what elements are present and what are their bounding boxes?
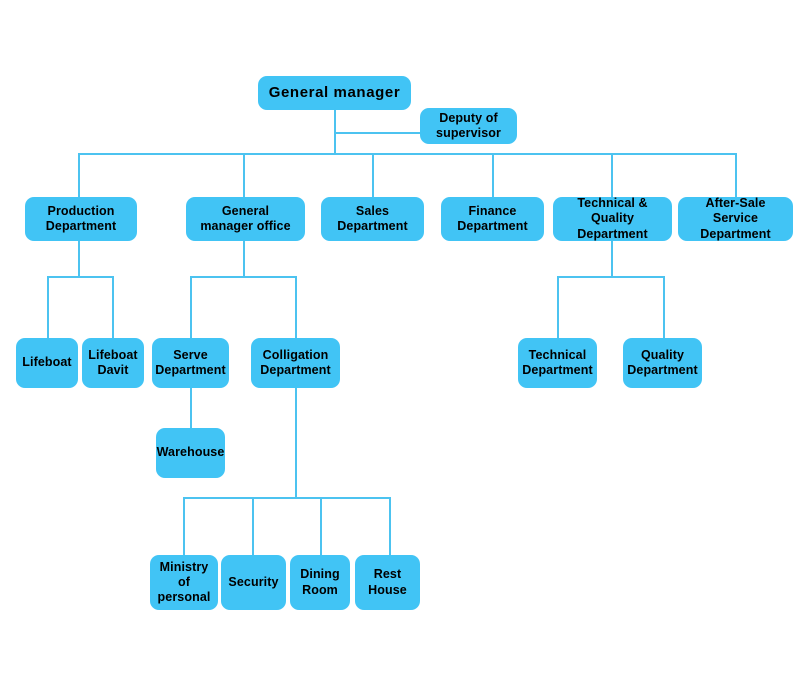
connector-technical-quality-stem	[611, 241, 613, 277]
node-lifeboat[interactable]: Lifeboat	[16, 338, 78, 388]
connector-drop-technical	[557, 276, 559, 338]
node-general-manager[interactable]: General manager	[258, 76, 411, 110]
connector-production-bus	[47, 276, 113, 278]
node-technical-quality-department[interactable]: Technical & Quality Department	[553, 196, 672, 241]
node-colligation-department[interactable]: Colligation Department	[251, 338, 340, 388]
node-deputy-of-supervisor[interactable]: Deputy of supervisor	[420, 108, 517, 144]
node-rest-house[interactable]: Rest House	[355, 555, 420, 610]
connector-drop-sales	[372, 153, 374, 197]
connector-bottom-bus	[183, 497, 389, 499]
node-technical-department[interactable]: Technical Department	[518, 338, 597, 388]
connector-drop-dining-room	[320, 497, 322, 555]
connector-drop-security	[252, 497, 254, 555]
connector-colligation-stem	[295, 388, 297, 498]
connector-drop-production	[78, 153, 80, 197]
connector-drop-finance	[492, 153, 494, 197]
connector-drop-after-sale	[735, 153, 737, 197]
node-dining-room[interactable]: Dining Room	[290, 555, 350, 610]
node-after-sale-service-department[interactable]: After-Sale Service Department	[678, 196, 793, 241]
connector-drop-colligation	[295, 276, 297, 338]
node-finance-department[interactable]: Finance Department	[441, 197, 544, 241]
connector-technical-quality-bus	[557, 276, 663, 278]
node-lifeboat-davit[interactable]: Lifeboat Davit	[82, 338, 144, 388]
connector-gm-to-deputy	[334, 132, 420, 134]
connector-gm-office-bus	[190, 276, 296, 278]
node-security[interactable]: Security	[221, 555, 286, 610]
node-warehouse[interactable]: Warehouse	[156, 428, 225, 478]
node-sales-department[interactable]: Sales Department	[321, 197, 424, 241]
connector-drop-quality	[663, 276, 665, 338]
node-ministry-of-personal[interactable]: Ministry of personal	[150, 555, 218, 610]
connector-drop-lifeboat	[47, 276, 49, 338]
connector-production-stem	[78, 241, 80, 277]
connector-drop-technical-quality	[611, 153, 613, 197]
connector-main-bus	[78, 153, 735, 155]
node-production-department[interactable]: Production Department	[25, 197, 137, 241]
connector-drop-gm-office	[243, 153, 245, 197]
node-quality-department[interactable]: Quality Department	[623, 338, 702, 388]
node-general-manager-office[interactable]: General manager office	[186, 197, 305, 241]
connector-drop-lifeboat-davit	[112, 276, 114, 338]
connector-drop-ministry	[183, 497, 185, 555]
connector-drop-serve	[190, 276, 192, 338]
connector-drop-rest-house	[389, 497, 391, 555]
connector-serve-to-warehouse	[190, 388, 192, 428]
connector-gm-office-stem	[243, 241, 245, 277]
node-serve-department[interactable]: Serve Department	[152, 338, 229, 388]
